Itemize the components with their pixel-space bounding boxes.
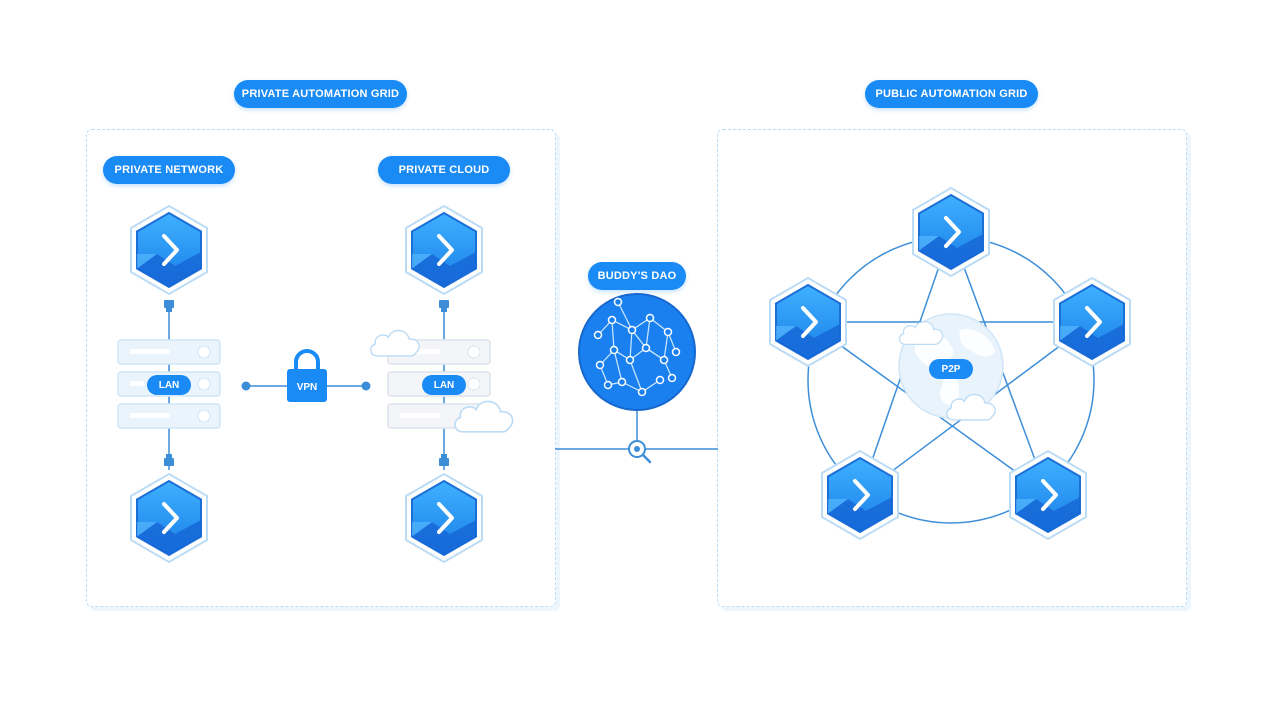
buddy-node-icon <box>129 472 209 564</box>
public-grid-title: PUBLIC AUTOMATION GRID <box>865 80 1038 108</box>
buddy-node-icon <box>404 204 484 296</box>
buddy-node-icon <box>820 449 900 541</box>
buddy-node-icon <box>911 186 991 278</box>
lock-icon <box>287 349 327 402</box>
buddy-node-icon <box>1008 449 1088 541</box>
private-network-label: PRIVATE NETWORK <box>103 156 235 184</box>
private-grid-panel <box>86 129 556 607</box>
p2p-label: P2P <box>929 359 973 379</box>
private-cloud-label: PRIVATE CLOUD <box>378 156 510 184</box>
buddy-node-icon <box>129 204 209 296</box>
private-grid-title: PRIVATE AUTOMATION GRID <box>234 80 407 108</box>
vpn-label: VPN <box>297 382 318 393</box>
magnifier-icon <box>628 440 652 464</box>
public-grid-panel <box>717 129 1187 607</box>
buddys-dao-label: BUDDY'S DAO <box>588 262 686 290</box>
network-sphere-icon <box>578 293 696 411</box>
buddy-node-icon <box>768 276 848 368</box>
lan-label-right: LAN <box>422 375 466 395</box>
server-rack-icon <box>117 339 221 429</box>
lan-label-left: LAN <box>147 375 191 395</box>
cloud-icon <box>370 329 420 357</box>
buddy-node-icon <box>1052 276 1132 368</box>
buddy-node-icon <box>404 472 484 564</box>
